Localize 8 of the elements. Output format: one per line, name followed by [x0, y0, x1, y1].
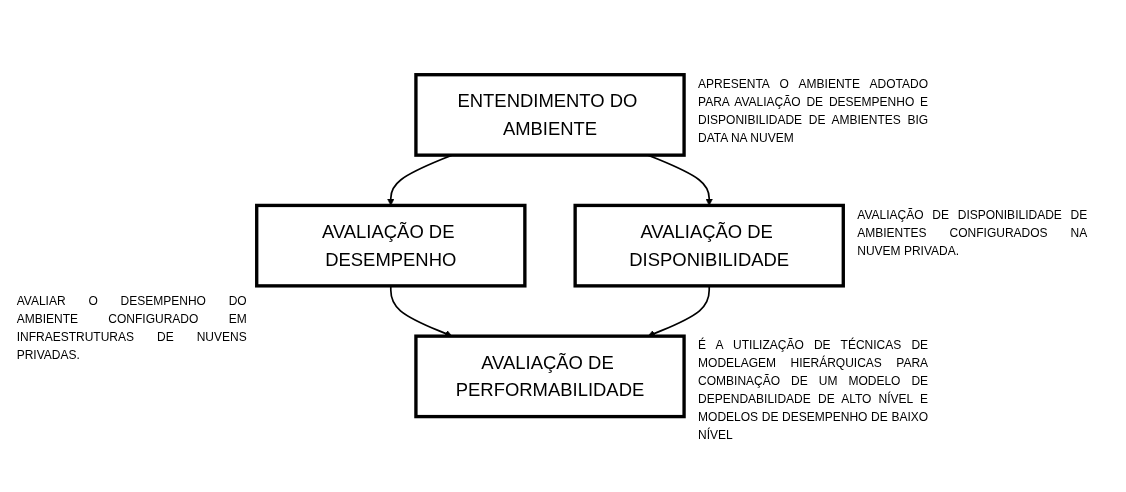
description-text: AVALIAÇÃO DE DISPONIBILIDADE DE AMBIENTES CONFIGURADOS NA NUVEM PRIVADA. [857, 206, 1088, 260]
description-text: APRESENTA O AMBIENTE ADOTADO PARA AVALIAÇÃO DE DESEMPENHO E DISPONIBILIDADE DE AMBIENTES BIG DATA NA NUVEM [698, 76, 929, 148]
description-text: AVALIAR O DESEMPENHO DO AMBIENTE CONFIGURADO EM INFRAESTRUTURAS DE NUVENS PRIVADAS. [16, 293, 247, 365]
node-box: AVALIAÇÃO DE PERFORMABILIDADE [414, 334, 686, 419]
description-text: É A UTILIZAÇÃO DE TÉCNICAS DE MODELAGEM HIERÁRQUICAS PARA COMBINAÇÃO DE UM MODELO DE DEPENDABILIDADE DE ALTO NÍVEL E MODELOS DE DESEMPENHO DE BAIXO NÍVEL [698, 336, 929, 445]
node-box: AVALIAÇÃO DE DESEMPENHO [255, 204, 527, 288]
node-box: ENTENDIMENTO DO AMBIENTE [414, 73, 686, 158]
node-box: AVALIAÇÃO DE DISPONIBILIDADE [573, 204, 845, 288]
